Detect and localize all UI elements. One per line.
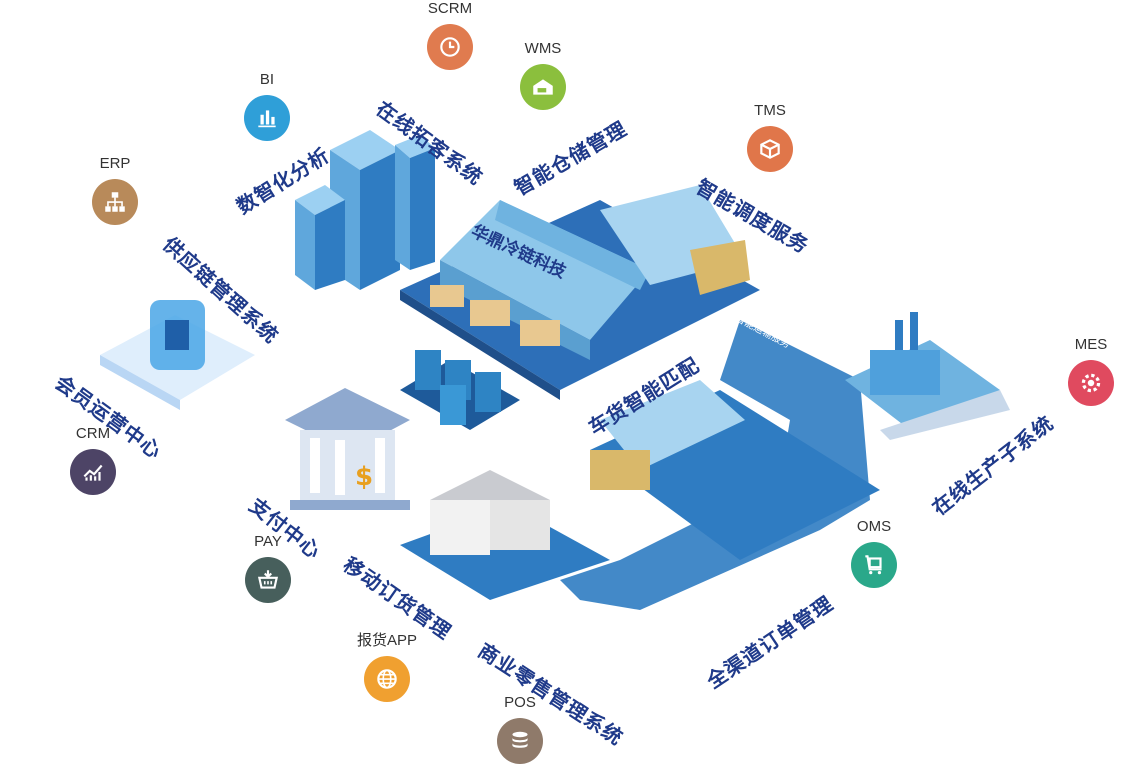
svg-text:$: $ (355, 462, 373, 492)
node-label: BI (259, 71, 275, 88)
clock-icon (427, 24, 473, 70)
node-tms[interactable]: TMS (730, 102, 810, 172)
warehouse-truck-icon (520, 64, 566, 110)
gear-icon (1068, 360, 1114, 406)
node-label: CRM (75, 425, 111, 442)
node-label: ERP (99, 155, 131, 172)
cart-box-icon (851, 542, 897, 588)
node-crm[interactable]: CRM (53, 425, 133, 495)
data-center-cube (100, 300, 255, 410)
node-app[interactable]: 报货APP (347, 632, 427, 702)
node-label: OMS (856, 518, 892, 535)
node-label: TMS (754, 102, 786, 119)
bar-chart-icon (244, 95, 290, 141)
trend-chart-icon (70, 449, 116, 495)
node-pay[interactable]: PAY (228, 533, 308, 603)
node-oms[interactable]: OMS (834, 518, 914, 588)
parcel-icon (747, 126, 793, 172)
node-label: 报货APP (356, 632, 417, 649)
road (560, 320, 870, 610)
node-mes[interactable]: MES (1051, 336, 1131, 406)
database-icon (497, 718, 543, 764)
org-chart-icon (92, 179, 138, 225)
node-label: MES (1074, 336, 1108, 353)
globe-icon (364, 656, 410, 702)
node-scrm[interactable]: SCRM (410, 0, 490, 70)
warehouse-building (440, 200, 650, 340)
node-pos[interactable]: POS (480, 694, 560, 764)
factory-building (845, 312, 1010, 440)
node-label: WMS (524, 40, 562, 57)
truck-middle (600, 380, 745, 470)
node-label: PAY (254, 533, 282, 550)
crate-stack (470, 300, 510, 326)
bank-building: $ (285, 388, 410, 510)
node-label: POS (504, 694, 536, 711)
shop-building (400, 470, 610, 600)
office-towers (295, 130, 435, 290)
node-label: SCRM (427, 0, 473, 17)
node-wms[interactable]: WMS (503, 40, 583, 110)
server-racks (400, 350, 520, 430)
node-bi[interactable]: BI (227, 71, 307, 141)
basket-icon (245, 557, 291, 603)
node-erp[interactable]: ERP (75, 155, 155, 225)
